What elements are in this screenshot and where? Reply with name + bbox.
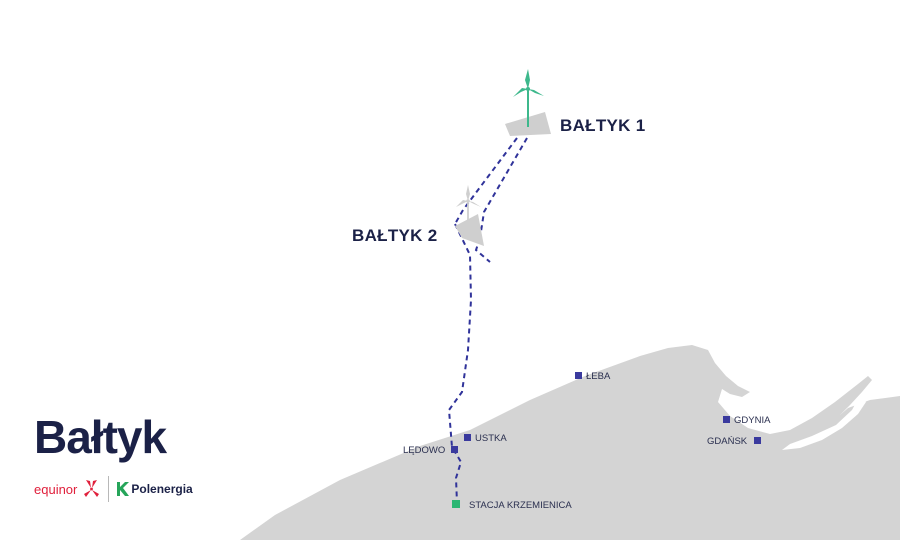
city-label-gdansk: GDAŃSK (707, 436, 748, 447)
city-label-stacja: STACJA KRZEMIENICA (469, 500, 572, 511)
square-marker-icon (723, 416, 730, 423)
polenergia-k-icon (117, 482, 130, 496)
partner-logos: equinor Polenergia (34, 476, 193, 502)
cable-route-1 (454, 137, 518, 225)
baltyk2-area (455, 214, 484, 246)
brand-logo-text: Bałtyk (34, 411, 167, 463)
city-label-gdynia: GDYNIA (734, 415, 771, 426)
polenergia-wordmark: Polenergia (131, 482, 193, 496)
city-label-ustka: USTKA (475, 433, 507, 444)
green-square-marker-icon (452, 500, 460, 508)
land-coast (240, 345, 900, 540)
water-bay (782, 395, 866, 450)
farm-label-baltyk2: BAŁTYK 2 (352, 226, 438, 245)
equinor-star-icon (84, 480, 100, 497)
wind-turbine-icon (456, 185, 481, 225)
cable-route-3 (447, 223, 473, 504)
equinor-wordmark: equinor (34, 481, 78, 497)
wind-turbine-icon (513, 69, 544, 127)
partner-divider (108, 476, 110, 502)
square-marker-icon (575, 372, 582, 379)
cable-route-2 (479, 137, 528, 239)
farm-label-baltyk1: BAŁTYK 1 (560, 116, 646, 135)
square-marker-icon (451, 446, 458, 453)
square-marker-icon (464, 434, 471, 441)
city-label-leba: ŁEBA (586, 371, 611, 382)
city-label-ledowo: LĘDOWO (403, 445, 445, 456)
square-marker-icon (754, 437, 761, 444)
